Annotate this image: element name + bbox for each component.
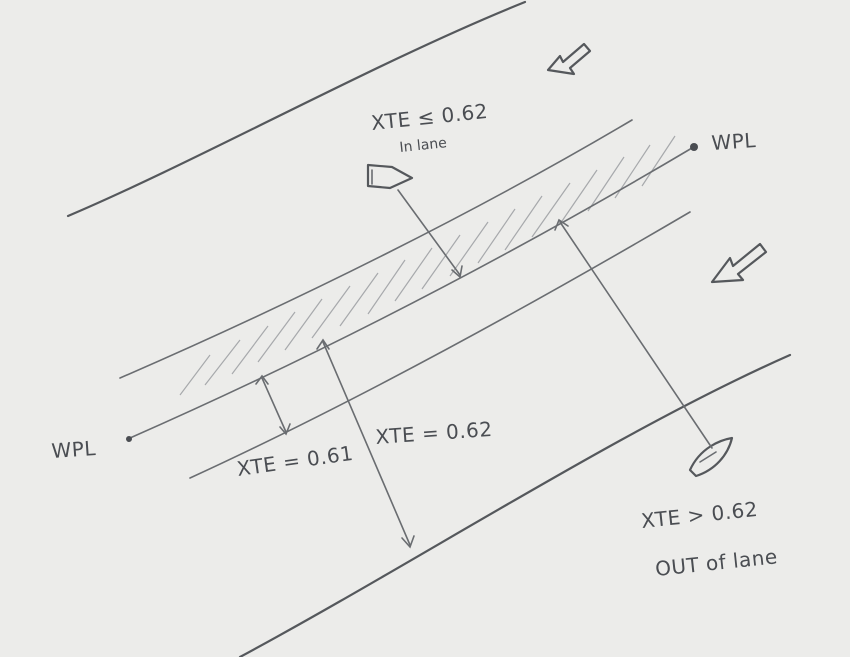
vessel-out-pointer-head — [554, 218, 569, 231]
lower-boundary-line — [238, 353, 792, 657]
track-line — [129, 147, 693, 439]
vessel-in-lane-pointer-head — [451, 265, 463, 279]
upper-boundary-line — [66, 0, 527, 218]
vessel-out-pointer — [559, 221, 713, 449]
vessel-in-lane-pointer — [397, 189, 461, 276]
waypoint-prev-dot — [126, 436, 132, 442]
lane-outer-edge-line — [119, 119, 633, 379]
lane-inner-edge-line — [189, 211, 691, 479]
traffic-arrow-down-icon — [710, 242, 768, 284]
inside-status-label: In lane — [399, 135, 448, 156]
vessel-in-lane-icon — [366, 163, 414, 190]
waypoint-prev-label: WPL — [51, 436, 97, 463]
traffic-arrow-up-icon — [546, 42, 592, 76]
lane-hatching — [179, 135, 676, 396]
waypoint-next-dot — [690, 143, 698, 151]
vessel-out-of-lane-icon — [688, 436, 734, 478]
waypoint-next-label: WPL — [711, 128, 757, 155]
full-width-dimension — [316, 338, 415, 549]
half-width-dimension — [255, 374, 291, 436]
